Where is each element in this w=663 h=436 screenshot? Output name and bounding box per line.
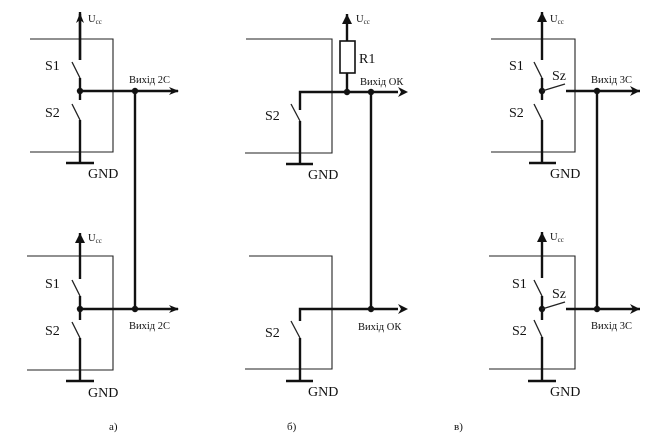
switch-s1 — [71, 61, 81, 79]
output-label: Вихід 3С — [591, 75, 632, 86]
panel-a-caption: а) — [109, 421, 118, 433]
switch-s1 — [533, 61, 543, 79]
supply-label: Ucc — [356, 14, 370, 26]
s2-label: S2 — [45, 324, 60, 339]
panel-b-caption: б) — [287, 421, 297, 433]
output-arrow — [398, 304, 408, 314]
switch-s2 — [71, 321, 81, 339]
supply-label: Ucc — [88, 14, 102, 26]
s1-label: S1 — [512, 277, 527, 292]
supply-label: Ucc — [88, 233, 102, 245]
s1-label: S1 — [45, 277, 60, 292]
switch-sz — [541, 301, 566, 310]
s1-label: S1 — [509, 59, 524, 74]
switch-s2 — [533, 319, 543, 338]
supply-arrow — [342, 14, 352, 24]
gnd-label: GND — [308, 168, 338, 183]
gnd-label: GND — [88, 167, 118, 182]
gate-outline — [245, 255, 333, 370]
panel-b-gate-bottom: S2 GND Вихід ОК — [245, 255, 408, 400]
gate-outline — [491, 38, 576, 153]
gnd-label: GND — [550, 385, 580, 400]
switch-s1 — [71, 279, 81, 297]
s2-label: S2 — [512, 324, 527, 339]
sz-label: Sz — [552, 287, 566, 302]
bus-junction-dot — [593, 305, 601, 313]
supply-arrow — [537, 12, 547, 22]
switch-s2 — [290, 320, 301, 339]
gate-outline — [245, 38, 333, 154]
pullup-resistor-group: R1 Ucc — [339, 14, 375, 96]
output-wire — [298, 307, 398, 321]
switch-s2 — [71, 103, 81, 121]
output-label: Вихід 3С — [591, 321, 632, 332]
output-arrow — [630, 86, 640, 96]
resistor-label: R1 — [359, 52, 375, 67]
gnd-label: GND — [88, 386, 118, 401]
panel-b-open-collector: S2 GND Вихід ОК R1 Ucc S2 GND Вихід ОК — [245, 14, 408, 433]
switch-s1 — [533, 279, 543, 297]
switch-s2 — [533, 103, 543, 121]
panel-b-gate-top: S2 GND Вихід ОК — [245, 38, 408, 183]
panel-c-gate-top: Ucc S1 S2 Sz GND Вихід 3С — [491, 12, 640, 182]
resistor-r1 — [339, 40, 356, 74]
gate-outline — [489, 255, 576, 370]
panel-a-gate-bottom: Ucc S1 S2 GND Вихід 2С — [27, 233, 179, 401]
gnd-label: GND — [308, 385, 338, 400]
panel-c-caption: в) — [454, 421, 463, 433]
output-arrow — [398, 87, 408, 97]
switch-s2 — [290, 103, 301, 122]
output-label: Вихід ОК — [358, 322, 402, 333]
output-arrow — [630, 304, 640, 314]
output-wire — [298, 90, 398, 110]
panel-a-push-pull: Ucc S1 S2 GND Вихід 2С Ucc S1 S2 GND Вих… — [27, 12, 179, 433]
supply-arrow — [537, 232, 547, 242]
supply-label: Ucc — [550, 232, 564, 244]
output-label: Вихід 2С — [129, 321, 170, 332]
panel-a-gate-top: Ucc S1 S2 GND Вихід 2С — [30, 12, 179, 182]
supply-arrow — [75, 233, 85, 243]
gnd-label: GND — [550, 167, 580, 182]
s2-label: S2 — [509, 106, 524, 121]
gate-outline — [30, 38, 114, 153]
gate-outline — [27, 255, 114, 371]
switch-sz — [541, 83, 566, 92]
output-label: Вихід 2С — [129, 75, 170, 86]
panel-c-three-state: Ucc S1 S2 Sz GND Вихід 3С Ucc S1 S2 Sz — [454, 12, 640, 433]
sz-label: Sz — [552, 69, 566, 84]
s1-label: S1 — [45, 59, 60, 74]
s2-label: S2 — [45, 106, 60, 121]
bus-junction-dot — [367, 305, 375, 313]
output-label: Вихід ОК — [360, 77, 404, 88]
s2-label: S2 — [265, 326, 280, 341]
resistor-junction-dot — [343, 88, 351, 96]
supply-label: Ucc — [550, 14, 564, 26]
bus-junction-dot — [131, 305, 139, 313]
s2-label: S2 — [265, 109, 280, 124]
panel-c-gate-bottom: Ucc S1 S2 Sz GND Вихід 3С — [489, 232, 640, 400]
